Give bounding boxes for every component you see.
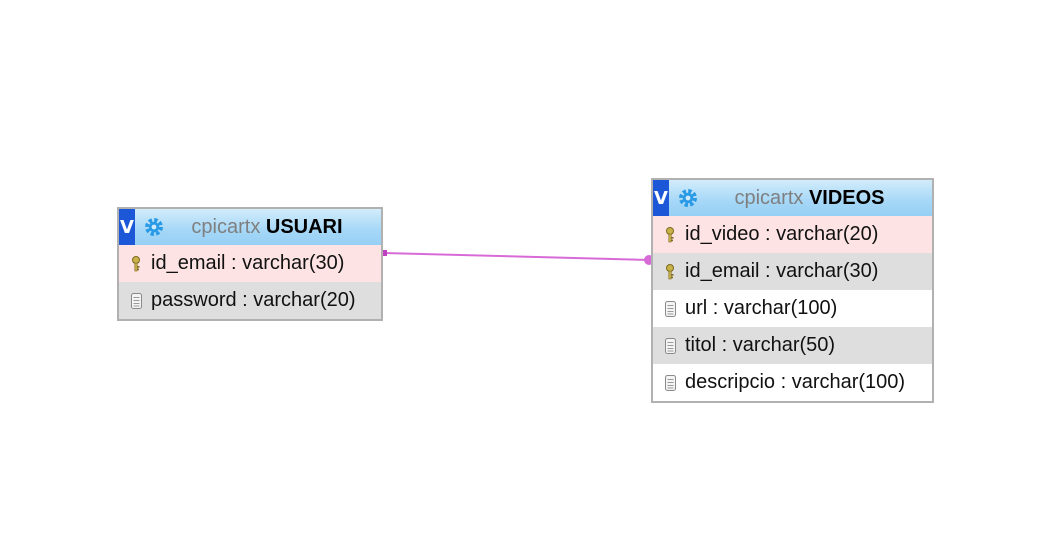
gear-icon[interactable] <box>677 187 699 209</box>
database-name: cpicartx <box>734 186 804 209</box>
column-icon <box>663 374 677 392</box>
column-icon <box>663 300 677 318</box>
column-label: id_video : varchar(20) <box>685 223 879 245</box>
key-icon <box>663 226 677 244</box>
table-videos[interactable]: V cpicartx VIDEOS id_video : varchar(20)… <box>651 178 934 403</box>
toggle-columns-button[interactable]: V <box>119 209 135 245</box>
column-row[interactable]: descripcio : varchar(100) <box>653 364 932 401</box>
gear-icon[interactable] <box>143 216 165 238</box>
table-name: VIDEOS <box>808 186 885 209</box>
key-icon <box>129 255 143 273</box>
column-label: titol : varchar(50) <box>685 334 836 356</box>
column-label: id_email : varchar(30) <box>685 260 879 282</box>
column-label: descripcio : varchar(100) <box>685 371 906 393</box>
column-row[interactable]: titol : varchar(50) <box>653 327 932 364</box>
column-label: url : varchar(100) <box>685 297 838 319</box>
table-title: cpicartx USUARI <box>165 216 381 239</box>
table-usuari[interactable]: V cpicartx USUARI id_email : varchar(30)… <box>117 207 383 321</box>
toggle-columns-button[interactable]: V <box>653 180 669 216</box>
key-icon <box>663 263 677 281</box>
column-row[interactable]: url : varchar(100) <box>653 290 932 327</box>
column-row[interactable]: id_email : varchar(30) <box>653 253 932 290</box>
table-title: cpicartx VIDEOS <box>699 187 932 210</box>
column-label: password : varchar(20) <box>151 289 356 311</box>
table-header[interactable]: V cpicartx VIDEOS <box>653 180 932 216</box>
table-name: USUARI <box>265 215 343 238</box>
column-row[interactable]: password : varchar(20) <box>119 282 381 319</box>
table-header[interactable]: V cpicartx USUARI <box>119 209 381 245</box>
column-icon <box>129 292 143 310</box>
column-label: id_email : varchar(30) <box>151 252 345 274</box>
column-row[interactable]: id_email : varchar(30) <box>119 245 381 282</box>
column-row[interactable]: id_video : varchar(20) <box>653 216 932 253</box>
database-name: cpicartx <box>191 215 261 238</box>
column-icon <box>663 337 677 355</box>
